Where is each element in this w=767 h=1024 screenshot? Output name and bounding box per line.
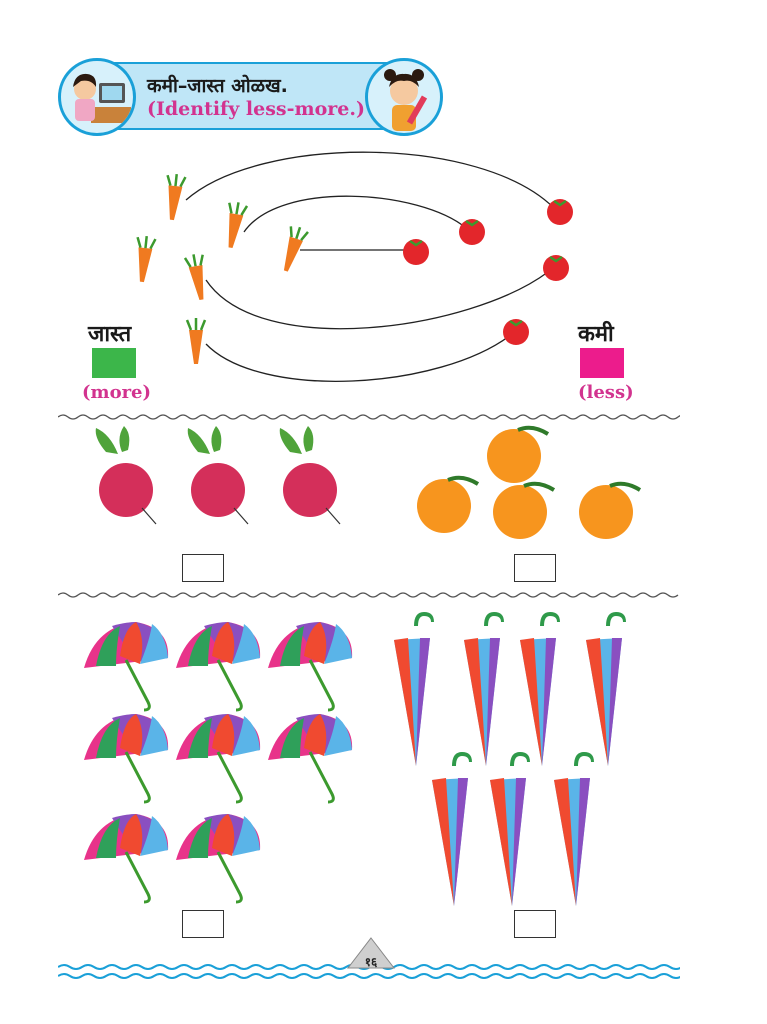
more-color-swatch (92, 348, 136, 378)
carrot-icon (283, 226, 309, 272)
tomato-icon (459, 219, 485, 245)
girl-with-pencil-illustration (365, 58, 443, 136)
open-umbrella-icon (174, 712, 262, 804)
orange-icon (417, 475, 480, 533)
open-umbrella-icon (266, 620, 354, 712)
closed-umbrella-icon (432, 752, 472, 906)
closed-umbrella-icon (586, 612, 626, 766)
radish-group (95, 426, 341, 525)
closed-umbrella-icon (520, 612, 560, 766)
example-matching-area (136, 151, 573, 382)
answer-box-radishes[interactable] (182, 554, 224, 582)
open-umbrella-icon (82, 712, 170, 804)
carrot-group (136, 174, 309, 364)
closed-umbrella-icon (490, 752, 530, 906)
more-label: (more) (82, 382, 152, 403)
open-umbrella-icon (82, 812, 170, 904)
orange-icon (487, 425, 550, 483)
answer-box-closed-umbrellas[interactable] (514, 910, 556, 938)
open-umbrella-icon (82, 620, 170, 712)
page-title-marathi: कमी–जास्त ओळख. (147, 75, 288, 97)
wavy-divider (58, 414, 680, 420)
closed-umbrella-icon (394, 612, 434, 766)
open-umbrella-group (82, 620, 354, 904)
tomato-icon (547, 199, 573, 225)
wavy-divider (58, 592, 679, 598)
answer-box-oranges[interactable] (514, 554, 556, 582)
less-word-marathi: कमी (578, 322, 614, 347)
closed-umbrella-icon (464, 612, 504, 766)
answer-box-open-umbrellas[interactable] (182, 910, 224, 938)
umbrella-comparison (82, 612, 626, 906)
page-number: १६ (364, 955, 378, 969)
carrot-icon (166, 174, 187, 221)
tomato-group (403, 199, 573, 345)
radish-icon (279, 426, 341, 525)
more-word-marathi: जास्त (88, 322, 132, 347)
page-title-english: (Identify less-more.) (147, 98, 365, 120)
tomato-icon (543, 255, 569, 281)
radish-icon (187, 426, 249, 525)
matching-lines (185, 151, 555, 382)
open-umbrella-icon (174, 620, 262, 712)
carrot-icon (185, 318, 207, 364)
tomato-icon (503, 319, 529, 345)
closed-umbrella-icon (554, 752, 594, 906)
orange-icon (579, 481, 642, 539)
carrot-icon (228, 202, 249, 249)
page-number-badge (346, 937, 396, 969)
carrot-icon (136, 236, 157, 283)
open-umbrella-icon (266, 712, 354, 804)
orange-group (417, 425, 642, 539)
less-color-swatch (580, 348, 624, 378)
closed-umbrella-group (394, 612, 626, 906)
orange-icon (493, 481, 556, 539)
open-umbrella-icon (174, 812, 262, 904)
girl-at-computer-illustration (58, 58, 136, 136)
less-label: (less) (578, 382, 634, 403)
tomato-icon (403, 239, 429, 265)
radish-orange-comparison (95, 425, 642, 539)
carrot-icon (183, 254, 204, 301)
radish-icon (95, 426, 157, 525)
